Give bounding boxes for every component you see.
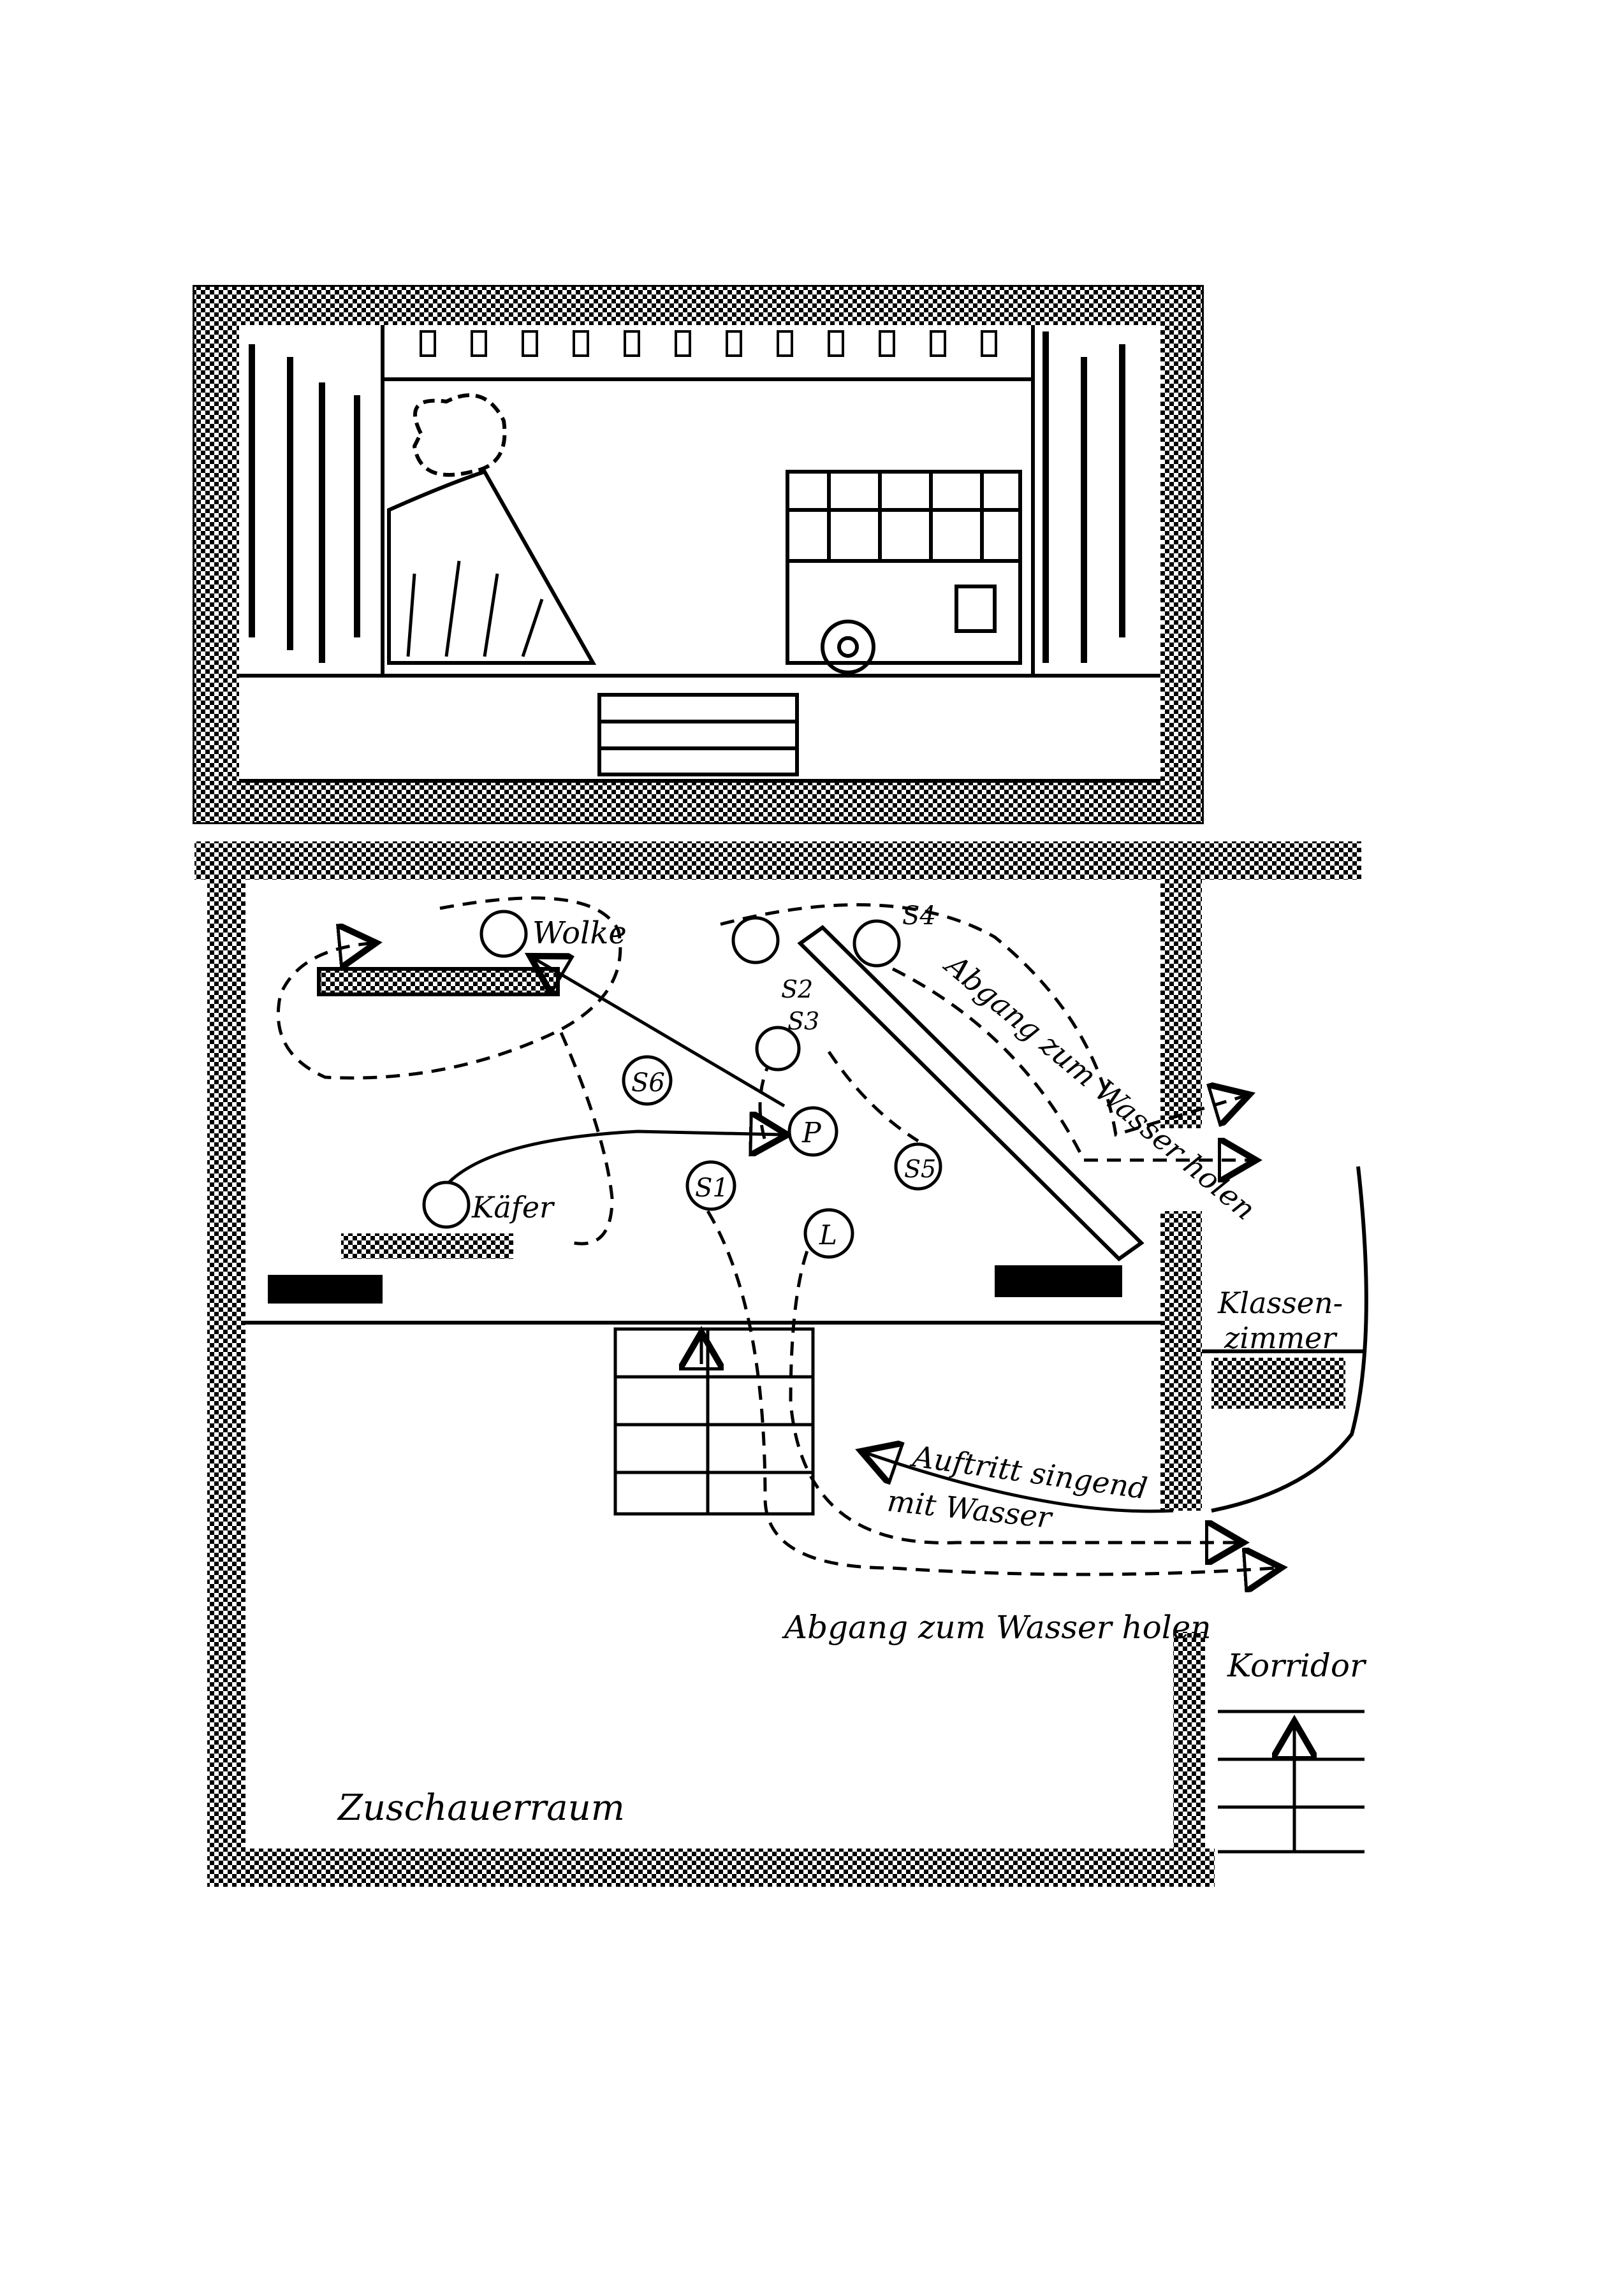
plan-bottom-wall	[207, 1849, 1215, 1887]
label-s3: S3	[787, 1007, 819, 1035]
label-s4: S4	[902, 901, 936, 931]
label-auftritt-2: mit Wasser	[886, 1483, 1055, 1535]
path-s3	[758, 1057, 773, 1142]
circle-s5	[894, 1142, 942, 1191]
label-wolke: Wolke	[532, 915, 627, 951]
circle-s1	[685, 1160, 736, 1211]
label-korridor: Korridor	[1227, 1647, 1367, 1684]
arrow-p-to-wolke	[536, 959, 786, 1108]
corridor-stairs	[1218, 1710, 1364, 1854]
reeds-right	[1042, 331, 1125, 663]
path-s4-exit	[891, 967, 1250, 1160]
plan-top-wall	[194, 841, 1361, 880]
reeds-left	[249, 344, 360, 663]
plan-right-wall-upper	[1160, 880, 1202, 1128]
circle-s4	[852, 919, 901, 968]
prop-right-edge	[995, 1265, 1122, 1297]
circle-l	[803, 1208, 854, 1259]
backdrop-top-band	[194, 287, 1202, 325]
plan-left-wall	[207, 880, 245, 1880]
path-s2-arc	[720, 903, 1243, 1137]
circle-s2	[731, 916, 780, 964]
circle-p	[787, 1106, 838, 1157]
arrow-auftritt	[867, 1453, 1174, 1513]
backdrop-left-wall	[194, 287, 239, 822]
circle-kaefer	[422, 1181, 471, 1229]
label-s5: S5	[904, 1155, 936, 1183]
classroom-outline	[1202, 1166, 1368, 1513]
bench-kaefer	[341, 1233, 513, 1259]
diagonal-board	[797, 925, 1145, 1261]
label-l: L	[819, 1219, 837, 1251]
plan-right-wall-mid	[1160, 1211, 1202, 1511]
backdrop-right-wall	[1160, 287, 1202, 822]
floor-plan	[194, 841, 1368, 1887]
bench-wolke	[317, 967, 560, 996]
character-circles	[422, 910, 942, 1259]
plan-right-wall-lower	[1173, 1632, 1205, 1874]
bus-drawing	[786, 470, 1022, 674]
label-klassenzimmer-2: zimmer	[1224, 1321, 1338, 1355]
label-s6: S6	[631, 1068, 665, 1098]
label-kaefer: Käfer	[471, 1190, 555, 1224]
path-wolke-loop	[276, 896, 622, 1080]
hill-shape	[387, 469, 597, 665]
path-center-down	[706, 1210, 1275, 1574]
cloud-shape	[412, 393, 507, 477]
stairs-block	[613, 1329, 815, 1516]
label-s1: S1	[695, 1173, 729, 1203]
path-s6-loop	[559, 1031, 614, 1246]
prop-left-edge	[268, 1275, 383, 1304]
path-s5	[827, 1050, 919, 1143]
backdrop-frame	[193, 285, 1204, 824]
label-abgang-bottom: Abgang zum Wasser holen	[782, 1609, 1211, 1646]
label-zuschauerraum: Zuschauerraum	[337, 1787, 625, 1829]
backdrop-bottom-band	[194, 781, 1202, 822]
classroom-door-hatch	[1211, 1358, 1345, 1409]
circle-wolke	[479, 910, 528, 958]
circle-s3	[755, 1026, 801, 1072]
backdrop-elevation	[193, 285, 1204, 824]
path-l-down	[789, 1229, 1237, 1543]
label-klassenzimmer-1: Klassen-	[1217, 1286, 1343, 1320]
circle-s6	[622, 1055, 673, 1106]
window-row	[420, 330, 997, 357]
front-steps	[597, 693, 799, 776]
label-abgang-top: Abgang zum Wasser holen	[937, 946, 1262, 1226]
label-s2: S2	[781, 975, 813, 1003]
label-p: P	[801, 1117, 822, 1149]
